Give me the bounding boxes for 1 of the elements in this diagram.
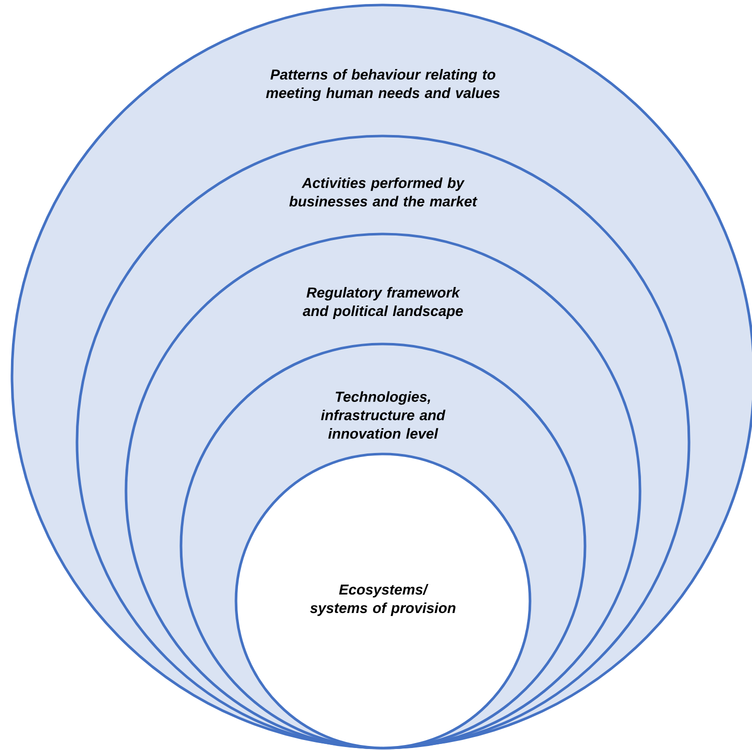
circle-band: Ecosystems/ systems of provision: [234, 452, 532, 750]
